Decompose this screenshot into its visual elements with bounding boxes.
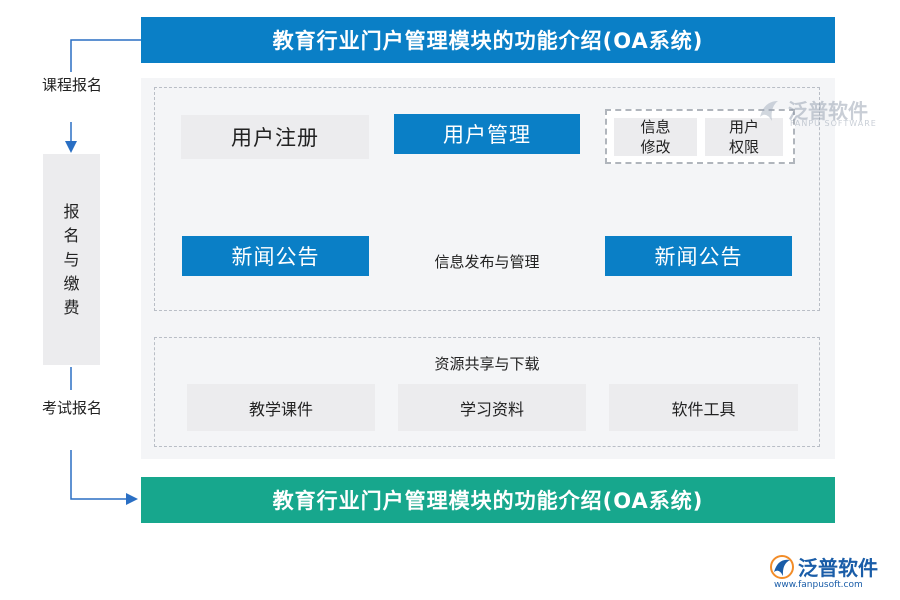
watermark-logo-name: 泛普软件	[788, 99, 868, 123]
exam-signup-label: 考试报名	[42, 399, 103, 417]
flow-line-top	[70, 39, 141, 72]
resource-item-software: 软件工具	[609, 384, 798, 431]
watermark-logo-sub: FANPU SOFTWARE	[790, 119, 877, 128]
bottom-banner: 教育行业门户管理模块的功能介绍(OA系统)	[141, 477, 835, 523]
footer-logo-icon	[770, 555, 794, 579]
signup-pay-label: 报名与缴费	[63, 201, 80, 317]
news-announce-right-box: 新闻公告	[605, 236, 792, 276]
footer-logo-name: 泛普软件	[798, 556, 878, 580]
resource-section	[154, 337, 820, 447]
footer-logo-url: www.fanpusoft.com	[774, 580, 863, 590]
flow-arrow-to-bottom-banner	[70, 450, 138, 505]
footer-logo: 泛普软件 www.fanpusoft.com	[768, 552, 893, 596]
top-banner: 教育行业门户管理模块的功能介绍(OA系统)	[141, 17, 835, 63]
resource-item-materials: 学习资料	[398, 384, 586, 431]
watermark-logo: 泛普软件 FANPU SOFTWARE	[756, 95, 886, 131]
news-announce-left-box: 新闻公告	[182, 236, 369, 276]
user-news-section	[154, 87, 820, 311]
user-register-box: 用户注册	[181, 115, 369, 159]
resource-title: 资源共享与下载	[434, 355, 540, 373]
course-signup-label: 课程报名	[42, 76, 103, 94]
resource-item-courseware: 教学课件	[187, 384, 375, 431]
info-publish-label: 信息发布与管理	[434, 253, 540, 271]
watermark-logo-icon	[760, 101, 778, 121]
info-edit-box: 信息修改	[614, 118, 697, 156]
top-banner-title: 教育行业门户管理模块的功能介绍(OA系统)	[272, 29, 704, 53]
bottom-banner-title: 教育行业门户管理模块的功能介绍(OA系统)	[272, 489, 704, 513]
user-management-box: 用户管理	[394, 114, 580, 154]
user-permission-box: 用户权限	[705, 118, 783, 156]
signup-pay-bar: 报名与缴费	[43, 154, 100, 365]
